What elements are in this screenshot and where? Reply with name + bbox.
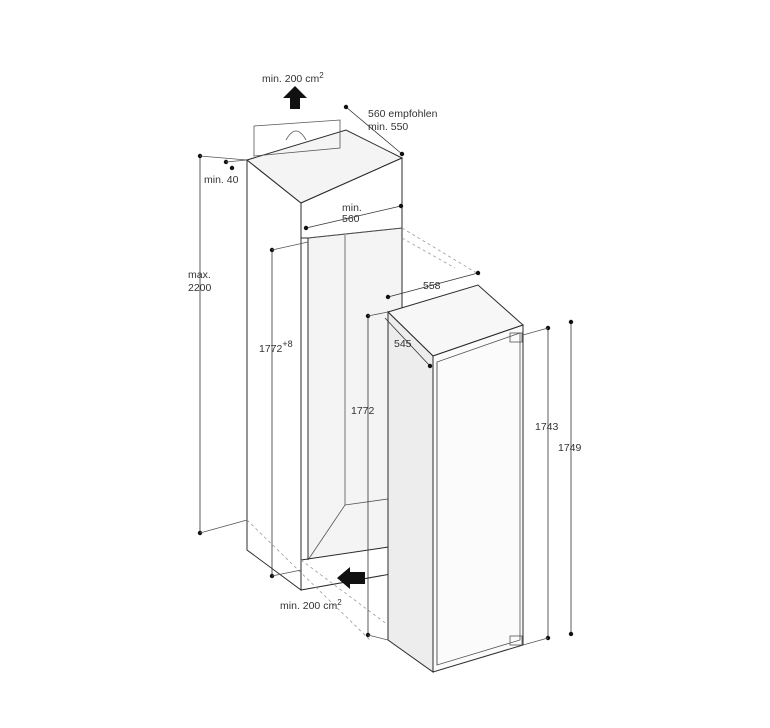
label-width-min-2: 560 — [342, 213, 360, 225]
appliance-front — [432, 324, 524, 673]
arrow-left-icon — [337, 567, 365, 589]
vent-arc — [285, 130, 307, 141]
door-hinge-bottom — [509, 635, 523, 646]
appliance-side — [387, 310, 434, 673]
top-vent-grille — [253, 119, 341, 157]
label-height-max-2: 2200 — [188, 282, 212, 294]
label-appliance-height-1: 1743 — [535, 421, 559, 433]
door-hinge-top — [509, 332, 523, 343]
labels: min. 200 cm2 560 empfohlen min. 550 min.… — [188, 71, 582, 612]
label-depth-recommended: 560 empfohlen — [368, 108, 438, 120]
dimension-lines — [197, 104, 574, 646]
label-appliance-depth: 545 — [394, 338, 412, 350]
niche-cabinet — [245, 119, 404, 591]
label-vent-top: min. 200 cm2 — [262, 71, 324, 85]
label-depth-min: min. 550 — [368, 121, 408, 133]
label-vent-bottom: min. 200 cm2 — [280, 598, 342, 612]
niche-left-face — [246, 158, 302, 591]
vent-arrow-top — [283, 86, 307, 109]
label-appliance-width: 558 — [423, 280, 441, 292]
arrow-up-icon — [283, 86, 307, 109]
appliance — [387, 284, 524, 673]
label-height-max-1: max. — [188, 269, 211, 281]
label-gap-min: min. 40 — [204, 174, 239, 186]
label-inner-height: 1772 — [351, 405, 375, 417]
label-niche-height: 1772+8 — [259, 339, 293, 355]
label-appliance-height-2: 1749 — [558, 442, 582, 454]
vent-arrow-bottom — [337, 567, 365, 589]
label-width-min-1: min. — [342, 202, 362, 214]
